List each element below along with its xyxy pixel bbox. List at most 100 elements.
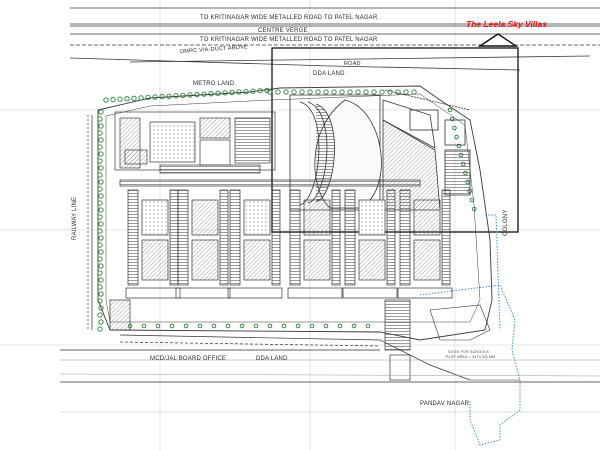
tower-block [141, 239, 169, 281]
tower-block [119, 179, 421, 187]
tree-icon [208, 91, 214, 97]
tree-icon [379, 89, 385, 95]
tree-icon [331, 89, 337, 95]
tree-icon [215, 90, 221, 96]
tower-block [289, 189, 301, 286]
metro-land-block [114, 111, 276, 174]
tree-icon [363, 89, 369, 95]
tree-icon [347, 89, 353, 95]
tower-block [243, 199, 271, 236]
tree-icon [97, 172, 103, 178]
tree-icon [103, 97, 109, 103]
mcd-board-office-label: MCD/JAL BOARD OFFICE [150, 356, 227, 362]
tower-block [413, 199, 441, 236]
lower-blocks [59, 299, 600, 413]
tower-block [397, 287, 453, 299]
tree-icon [411, 89, 417, 95]
top-road-label-1: TO KRITINAGAR WIDE METALLED ROAD TO PATE… [200, 15, 378, 21]
tree-icon [454, 134, 459, 140]
tower-block [287, 287, 343, 299]
schools-note-line2: PLOT AREA = 3474 SQ.MM [446, 355, 496, 359]
tree-icon [98, 291, 104, 297]
tree-icon [98, 319, 104, 325]
tree-icon [194, 91, 200, 98]
tree-icon [98, 207, 104, 213]
dda-land-bottom-label: DDA LAND [256, 356, 288, 362]
tower-block [191, 239, 219, 281]
tree-icon [365, 323, 371, 329]
tower-block [358, 199, 386, 236]
tree-icon [97, 116, 103, 122]
tree-icon [180, 92, 186, 99]
railway-line-label: RAILWAY LINE [72, 196, 78, 240]
tower-block [441, 189, 451, 286]
colony-label: COLONY [503, 209, 509, 236]
tree-icon [403, 89, 409, 95]
pandav-nagar-label: PANDAV NAGAR [420, 401, 470, 407]
tree-icon [97, 228, 103, 234]
tree-icon [97, 144, 103, 150]
tree-icon [169, 323, 175, 329]
tree-icon [166, 93, 172, 99]
tower-block [399, 189, 411, 286]
tree-icon [253, 323, 259, 329]
tower-block [271, 189, 281, 286]
centre-verge-label: CENTRE VERGE [258, 28, 308, 34]
tree-icon [141, 323, 147, 329]
tower-block [125, 287, 181, 299]
tree-icon [471, 206, 477, 212]
dda-land-top-label: DDA LAND [313, 71, 345, 77]
tower-block [177, 189, 189, 286]
tower-block [127, 189, 139, 286]
tower-block [141, 199, 169, 236]
tree-icon [98, 221, 104, 227]
tree-icon [295, 323, 301, 329]
tree-icon [222, 90, 228, 96]
tower-block [169, 189, 179, 286]
school-site-boundary [419, 214, 521, 446]
tree-icon [201, 91, 207, 97]
tree-icon [98, 263, 104, 269]
tree-icon [257, 88, 263, 94]
tree-icon [225, 323, 231, 329]
tree-icon [110, 96, 116, 103]
tree-icon [323, 323, 329, 329]
tree-icon [97, 298, 103, 304]
tree-icon [97, 186, 103, 192]
tree-icon [447, 107, 453, 113]
tree-icon [452, 125, 457, 131]
tree-icon [97, 270, 103, 276]
tree-icon [152, 94, 158, 100]
tree-icon [250, 88, 256, 94]
schools-note-line1: SITES FOR SCHOOLS [448, 350, 489, 354]
tree-icon [173, 93, 179, 99]
tower-block [175, 287, 231, 299]
tower-block [191, 199, 219, 236]
tree-icon [309, 323, 315, 329]
tree-icon [323, 89, 329, 95]
tree-icon [97, 214, 103, 220]
tree-icon [98, 151, 104, 157]
residential-towers [119, 179, 453, 299]
tree-icon [98, 235, 104, 241]
tree-icon [159, 93, 165, 100]
tree-icon [155, 323, 161, 329]
tree-icon [339, 89, 345, 95]
tree-icon [236, 89, 242, 95]
tree-icon [267, 323, 273, 329]
tree-icon [395, 89, 401, 95]
tree-icon [299, 89, 305, 95]
tree-icon [239, 323, 245, 329]
tree-icon [97, 326, 103, 332]
tree-icon [98, 109, 104, 115]
tree-icon [97, 284, 103, 290]
tree-icon [117, 96, 123, 102]
tree-icon [97, 158, 103, 164]
tree-icon [243, 88, 249, 95]
tree-icon [187, 92, 193, 98]
tower-block [358, 239, 386, 281]
tree-icon [98, 277, 104, 283]
site-boundary [97, 85, 493, 341]
